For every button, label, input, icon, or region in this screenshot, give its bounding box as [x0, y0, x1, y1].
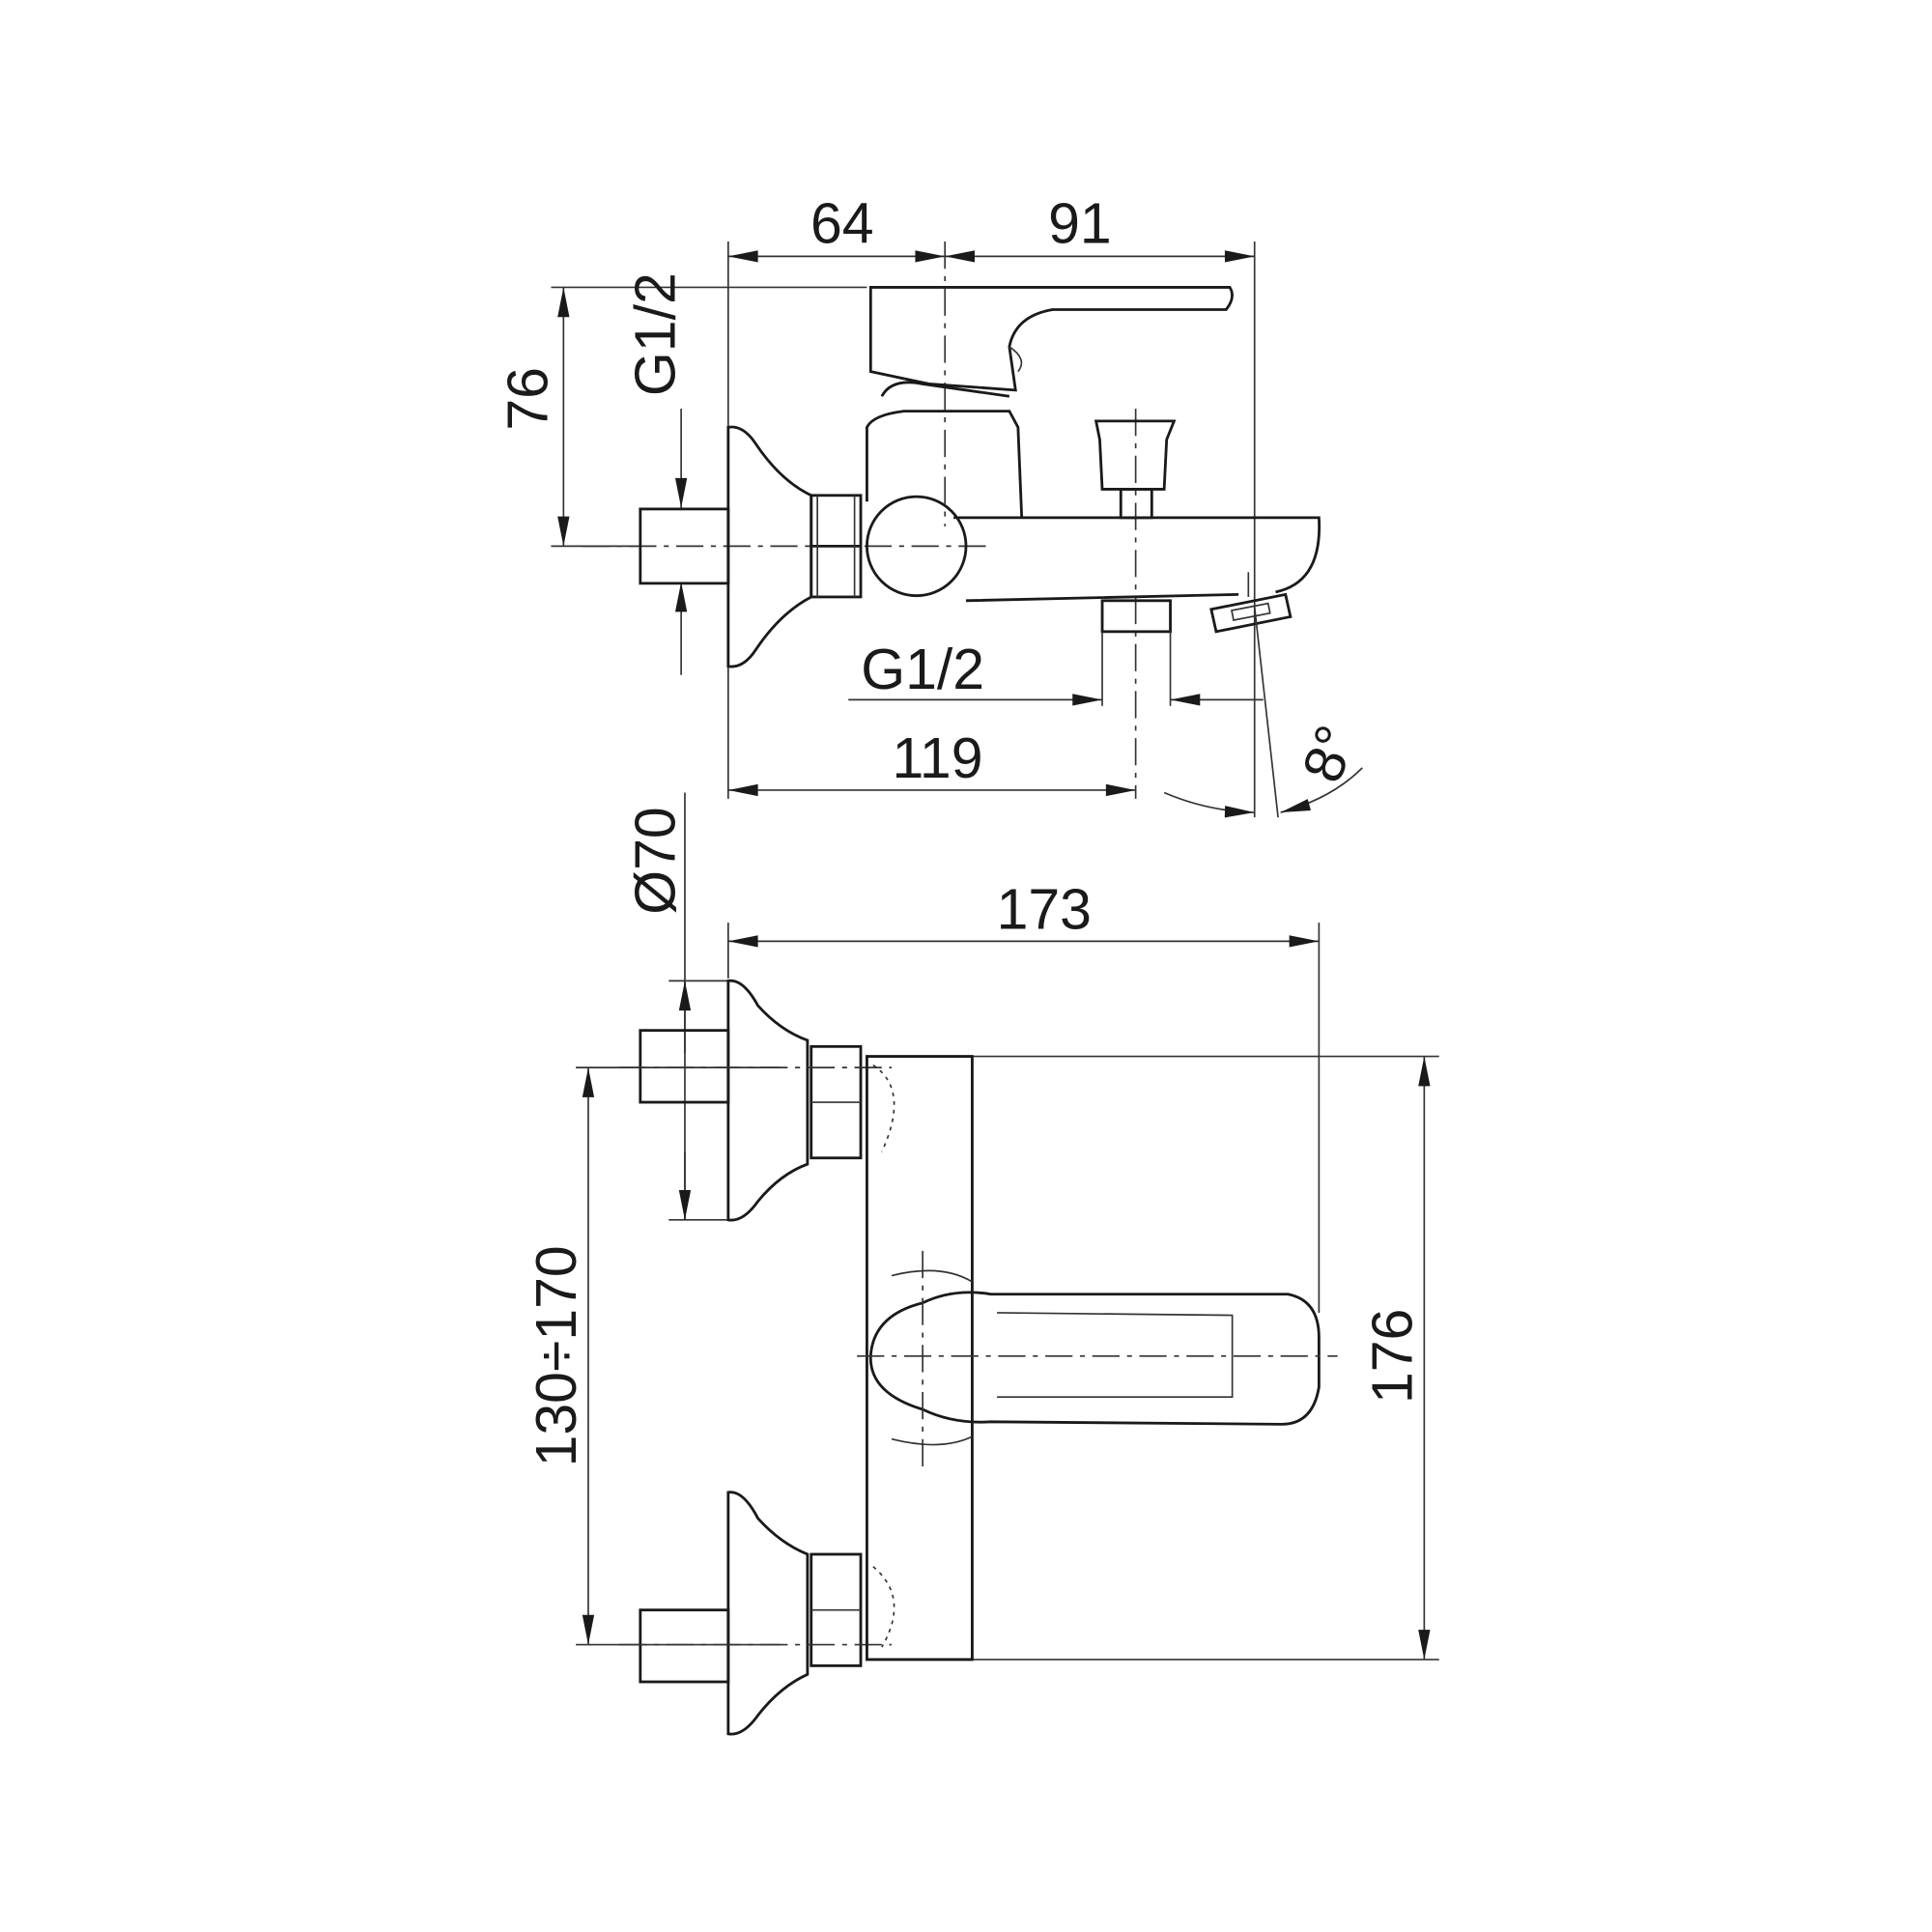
body-circle	[866, 495, 968, 598]
mixer-body-front	[866, 1055, 974, 1662]
dim-91: 91	[1048, 192, 1112, 255]
lever-inner	[997, 1312, 1234, 1398]
wall-rosette-lower	[726, 1491, 810, 1736]
lever	[868, 286, 1234, 392]
angle-arc	[1163, 791, 1255, 818]
dim-inlet-spacing: 130÷170	[526, 1245, 588, 1466]
mixer-body	[866, 410, 1024, 518]
lever-front	[868, 1291, 1321, 1426]
front-view: Ø70 173 176 130÷170	[526, 792, 1439, 1736]
angle-label: 8°	[1291, 718, 1368, 790]
aerator	[1209, 592, 1293, 634]
wall-rosette-upper	[726, 979, 810, 1222]
cartridge-outline	[891, 1269, 973, 1446]
dim-64: 64	[810, 192, 874, 255]
diverter-stem	[1119, 488, 1153, 520]
thread-outlet-label: G1/2	[861, 639, 984, 701]
dim-76: 76	[497, 367, 560, 431]
thread-inlet-label: G1/2	[625, 272, 688, 396]
spout	[953, 516, 1321, 603]
shower-outlet	[1100, 599, 1172, 634]
inlet-stub-lower	[639, 1608, 730, 1684]
rosette-diameter-label: Ø70	[625, 807, 688, 914]
dim-176: 176	[1362, 1309, 1425, 1404]
angle-line	[1253, 607, 1279, 818]
dim-119: 119	[893, 727, 983, 790]
dim-173: 173	[997, 879, 1092, 942]
diverter-knob	[1094, 419, 1177, 491]
side-view: 64 91 76 G1/2	[497, 192, 1369, 818]
